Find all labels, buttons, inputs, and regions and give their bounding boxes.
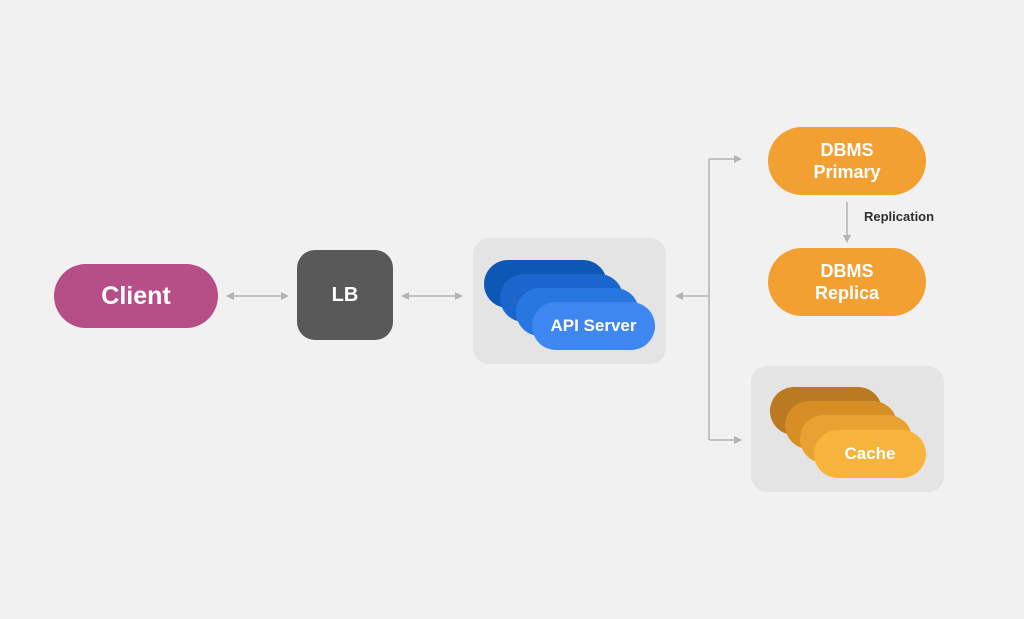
- dbms-primary-label-line1: DBMS: [820, 140, 874, 160]
- dbms-replica-label-line2: Replica: [814, 283, 880, 303]
- client-node: Client: [54, 264, 218, 328]
- dbms-primary-label-line2: Primary: [813, 162, 881, 182]
- cache-label: Cache: [844, 444, 896, 463]
- api-server-node: API Server: [532, 302, 655, 350]
- load-balancer-node: LB: [297, 250, 393, 340]
- dbms-replica-label-line1: DBMS: [820, 261, 874, 281]
- dbms-primary-node: DBMS Primary: [768, 127, 926, 195]
- cache-node: Cache: [814, 430, 926, 478]
- api-server-label: API Server: [550, 316, 637, 335]
- lb-label: LB: [331, 283, 359, 306]
- dbms-replica-node: DBMS Replica: [768, 248, 926, 316]
- client-label: Client: [101, 281, 171, 310]
- replication-label: Replication: [864, 209, 935, 224]
